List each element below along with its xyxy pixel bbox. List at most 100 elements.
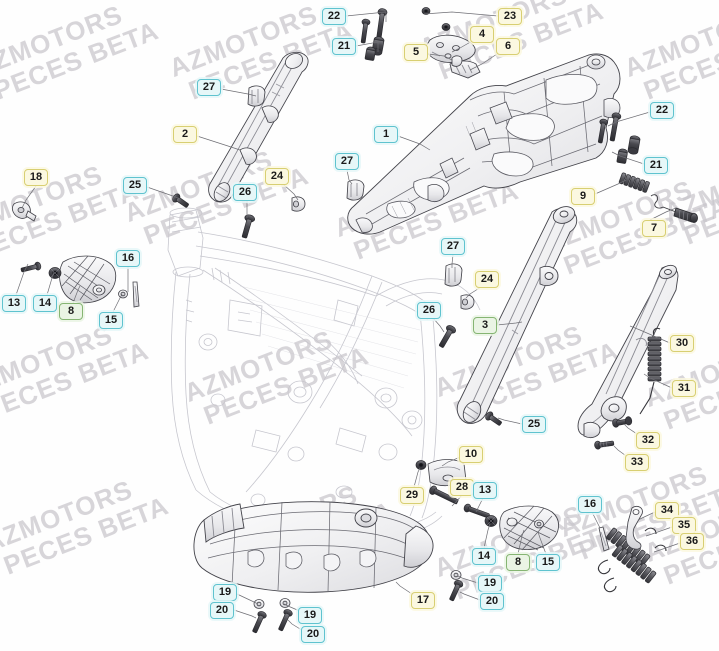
callout-badge-8[interactable]: 8	[59, 302, 83, 320]
part-23-nuts	[421, 7, 451, 31]
callout-badge-3[interactable]: 3	[473, 316, 497, 334]
callout-badge-20[interactable]: 20	[480, 592, 504, 610]
leader-line	[432, 317, 445, 333]
leader-line	[451, 254, 454, 268]
leader-line	[346, 169, 353, 185]
part-28-bolt	[429, 485, 459, 505]
callout-badge-13[interactable]: 13	[473, 481, 497, 499]
part-4-bracket	[425, 34, 476, 63]
leader-line	[594, 179, 627, 195]
callout-badge-21[interactable]: 21	[332, 37, 356, 55]
callout-badge-27[interactable]: 27	[441, 237, 465, 255]
callout-badge-24[interactable]: 24	[265, 167, 289, 185]
part-24-bushings	[291, 196, 475, 310]
callout-badge-22[interactable]: 22	[322, 7, 346, 25]
leader-line	[643, 373, 673, 389]
callout-badge-23[interactable]: 23	[498, 7, 522, 25]
leader-line	[395, 581, 416, 597]
callout-badge-5[interactable]: 5	[404, 43, 428, 61]
callout-badge-6[interactable]: 6	[496, 37, 520, 55]
callout-badge-8[interactable]: 8	[506, 553, 530, 571]
callout-badge-19[interactable]: 19	[213, 583, 237, 601]
callout-badge-28[interactable]: 28	[450, 478, 474, 496]
callout-badge-25[interactable]: 25	[123, 176, 147, 194]
part-34-hook-bracket	[625, 505, 643, 550]
callout-badge-31[interactable]: 31	[672, 379, 696, 397]
callout-badge-19[interactable]: 19	[298, 606, 322, 624]
part-16-pin-left	[132, 281, 140, 308]
callout-badge-21[interactable]: 21	[644, 156, 668, 174]
leader-line	[413, 467, 421, 488]
part-20-bolts	[252, 580, 464, 634]
part-35-spring	[597, 527, 657, 575]
callout-badge-20[interactable]: 20	[210, 601, 234, 619]
callout-badge-17[interactable]: 17	[411, 591, 435, 609]
leader-line	[637, 511, 656, 521]
callout-badge-16[interactable]: 16	[578, 495, 602, 513]
leader-line	[72, 285, 81, 304]
leader-line	[287, 619, 306, 633]
callout-badge-32[interactable]: 32	[636, 431, 660, 449]
callout-badge-1[interactable]: 1	[374, 125, 398, 143]
leader-line	[441, 455, 464, 467]
callout-badge-34[interactable]: 34	[655, 501, 679, 519]
callout-badge-18[interactable]: 18	[24, 168, 48, 186]
callout-badge-36[interactable]: 36	[680, 532, 704, 550]
callout-badge-26[interactable]: 26	[417, 301, 441, 319]
leader-line	[427, 53, 453, 61]
leader-line	[653, 542, 681, 553]
part-29-nut	[415, 460, 427, 470]
leader-line	[21, 185, 37, 209]
callout-badge-29[interactable]: 29	[400, 486, 424, 504]
callout-badge-14[interactable]: 14	[33, 294, 57, 312]
leader-line	[196, 135, 241, 151]
leader-line	[475, 497, 484, 513]
leader-line	[457, 575, 479, 584]
callout-badge-7[interactable]: 7	[642, 219, 666, 237]
callout-badge-33[interactable]: 33	[625, 453, 649, 471]
part-27-mounts	[247, 85, 463, 287]
leader-line	[15, 263, 29, 296]
callout-badge-27[interactable]: 27	[197, 78, 221, 96]
callout-badge-22[interactable]: 22	[650, 101, 674, 119]
part-16-pin-right	[598, 526, 610, 552]
leader-line	[220, 88, 257, 97]
part-36-spring	[603, 544, 667, 593]
callout-badge-15[interactable]: 15	[99, 311, 123, 329]
part-2-subframe-rail	[208, 51, 309, 203]
leader-line	[459, 591, 481, 601]
leader-line	[236, 593, 259, 605]
part-9-spring	[618, 172, 650, 193]
callout-badge-25[interactable]: 25	[522, 415, 546, 433]
leader-line	[645, 526, 673, 537]
callout-badge-2[interactable]: 2	[173, 125, 197, 143]
callout-badge-30[interactable]: 30	[670, 334, 694, 352]
part-21-collars-right	[616, 135, 641, 164]
leader-line	[112, 293, 123, 313]
callout-badge-27[interactable]: 27	[335, 152, 359, 170]
callout-badge-16[interactable]: 16	[116, 249, 140, 267]
callout-badge-26[interactable]: 26	[233, 183, 257, 201]
leader-line	[591, 511, 601, 529]
callout-badge-24[interactable]: 24	[475, 270, 499, 288]
leader-line	[497, 417, 523, 425]
callout-badge-20[interactable]: 20	[301, 625, 325, 643]
callout-badge-14[interactable]: 14	[472, 547, 496, 565]
leader-line	[649, 207, 677, 221]
callout-badge-19[interactable]: 19	[478, 574, 502, 592]
part-18-sensor	[11, 201, 37, 222]
part-32-spacer	[612, 416, 633, 428]
leader-line	[451, 494, 463, 507]
callout-badge-9[interactable]: 9	[571, 187, 595, 205]
callout-badge-15[interactable]: 15	[536, 553, 560, 571]
part-30-side-stand	[577, 264, 679, 439]
leader-line	[517, 529, 525, 555]
callout-badge-35[interactable]: 35	[672, 516, 696, 534]
callout-badge-4[interactable]: 4	[470, 25, 494, 43]
leader-line	[282, 183, 299, 201]
callout-badge-13[interactable]: 13	[2, 294, 26, 312]
part-3-strut	[456, 206, 578, 424]
part-25-bolts	[172, 193, 502, 426]
callout-badge-10[interactable]: 10	[459, 445, 483, 463]
